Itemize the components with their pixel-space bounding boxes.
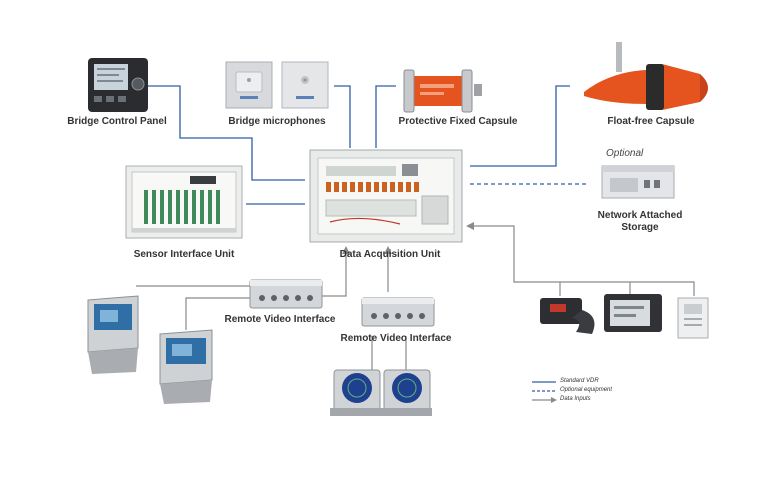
- arrow-into-dau-left: [342, 246, 350, 254]
- label-nas-line1: Network Attached: [597, 210, 683, 221]
- ecdis-console-1: [87, 295, 139, 374]
- label-bridge-microphones: Bridge microphones: [228, 116, 326, 127]
- navigation-display-device: [604, 294, 662, 332]
- link-rvi-1-to-dau: [320, 250, 347, 297]
- link-bridge-panel-to-dau: [148, 85, 305, 181]
- remote-video-interface-2-device: [361, 297, 435, 327]
- bridge-microphone-1: [225, 61, 273, 109]
- label-float-free-capsule: Float-free Capsule: [607, 116, 695, 127]
- protective-fixed-capsule-device: [403, 69, 482, 113]
- label-optional-tag: Optional: [606, 148, 644, 159]
- link-displays-to-rvi-1b: [185, 297, 250, 330]
- legend-data-input-arrow: [551, 397, 557, 403]
- arrow-into-dau-middle: [384, 246, 392, 254]
- data-acquisition-unit-device: [309, 149, 463, 243]
- label-protective-fixed-capsule: Protective Fixed Capsule: [398, 116, 518, 127]
- label-remote-video-interface-2: Remote Video Interface: [340, 333, 452, 344]
- bridge-microphone-2: [281, 61, 329, 109]
- legend-optional-label: Optional equipment: [560, 387, 613, 393]
- link-float-free-capsule-to-dau: [470, 85, 570, 167]
- link-sensors-to-dau: [470, 225, 695, 296]
- label-remote-video-interface-1: Remote Video Interface: [224, 314, 336, 325]
- arrow-into-dau-right: [466, 222, 474, 230]
- label-sensor-interface-unit: Sensor Interface Unit: [133, 249, 235, 260]
- label-nas-line2: Storage: [621, 222, 659, 233]
- link-fixed-capsule-to-dau: [375, 85, 396, 148]
- bridge-control-panel-device: [88, 58, 148, 112]
- legend-data-input-label: Data Inputs: [560, 396, 591, 402]
- radar-console-2: [380, 369, 432, 416]
- radar-console-1: [330, 369, 382, 416]
- sensor-cabinet-device: [677, 297, 709, 339]
- sensor-interface-unit-device: [125, 165, 243, 239]
- legend: [532, 381, 557, 403]
- ecdis-console-2: [159, 329, 213, 404]
- link-microphones-to-dau: [334, 85, 351, 148]
- vhf-radio-device: [540, 298, 595, 334]
- label-data-acquisition-unit: Data Acquisition Unit: [339, 249, 441, 260]
- label-bridge-control-panel: Bridge Control Panel: [67, 116, 167, 127]
- remote-video-interface-1-device: [249, 279, 323, 309]
- float-free-capsule-device: [584, 42, 708, 110]
- legend-standard-label: Standard VDR: [560, 378, 599, 384]
- network-attached-storage-device: [601, 165, 675, 199]
